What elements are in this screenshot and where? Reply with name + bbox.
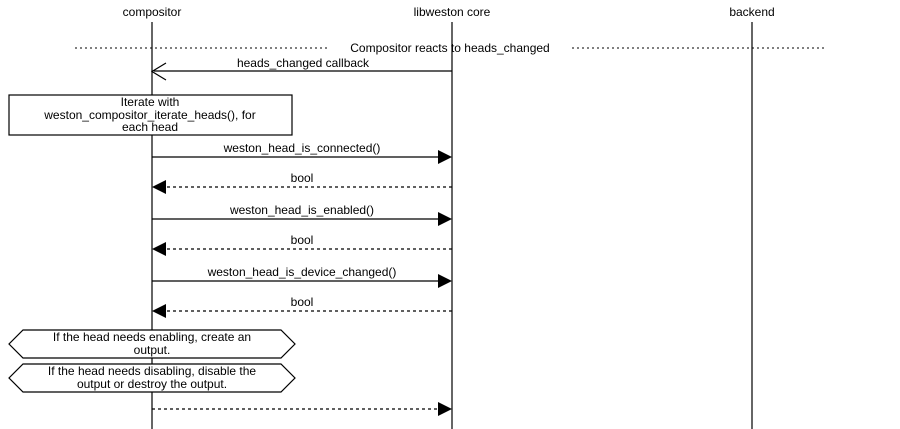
message-label: weston_head_is_enabled()	[229, 203, 374, 217]
arrowhead-filled-right	[438, 212, 452, 226]
condition-hexagon	[8, 363, 296, 393]
condition-hexagon	[8, 329, 296, 359]
participant-label-libweston-core: libweston core	[414, 5, 491, 19]
message-label: weston_head_is_connected()	[223, 141, 381, 155]
condition-line-1: If the head needs disabling, disable the	[48, 364, 256, 378]
note-line-2: weston_compositor_iterate_heads(), for	[43, 108, 255, 122]
note-box	[8, 94, 293, 136]
participant-headers: compositor libweston core backend	[123, 5, 775, 19]
lifelines	[151, 22, 753, 429]
condition-line-1: If the head needs enabling, create an	[53, 330, 251, 344]
divider-label: Compositor reacts to heads_changed	[350, 41, 549, 55]
arrowhead-filled-left	[152, 304, 166, 318]
note-iterate-heads: Iterate with weston_compositor_iterate_h…	[8, 94, 293, 136]
section-divider: Compositor reacts to heads_changed	[75, 41, 827, 55]
message-heads-changed-callback: heads_changed callback	[150, 56, 452, 81]
condition-line-2: output or destroy the output.	[77, 377, 227, 391]
note-line-3: each head	[122, 120, 178, 134]
note-line-1: Iterate with	[121, 95, 180, 109]
message-bool-return-3: bool	[152, 295, 452, 318]
condition-enable-head: If the head needs enabling, create an ou…	[8, 329, 296, 359]
message-bool-return-1: bool	[152, 171, 452, 194]
arrowhead-filled-left	[152, 242, 166, 256]
arrowhead-filled-right	[438, 150, 452, 164]
arrowhead-open-left	[150, 62, 167, 81]
message-label: heads_changed callback	[237, 56, 370, 70]
message-weston-head-is-connected: weston_head_is_connected()	[152, 141, 452, 164]
message-label: bool	[291, 171, 314, 185]
message-weston-head-is-device-changed: weston_head_is_device_changed()	[152, 265, 452, 288]
arrowhead-filled-right	[438, 274, 452, 288]
message-final-unlabeled	[152, 402, 452, 416]
condition-disable-head: If the head needs disabling, disable the…	[8, 363, 296, 393]
message-label: weston_head_is_device_changed()	[207, 265, 397, 279]
participant-label-compositor: compositor	[123, 5, 182, 19]
participant-label-backend: backend	[729, 5, 774, 19]
message-label: bool	[291, 295, 314, 309]
message-weston-head-is-enabled: weston_head_is_enabled()	[152, 203, 452, 226]
message-label: bool	[291, 233, 314, 247]
arrowhead-filled-left	[152, 180, 166, 194]
message-bool-return-2: bool	[152, 233, 452, 256]
condition-line-2: output.	[134, 343, 171, 357]
arrowhead-filled-right	[438, 402, 452, 416]
